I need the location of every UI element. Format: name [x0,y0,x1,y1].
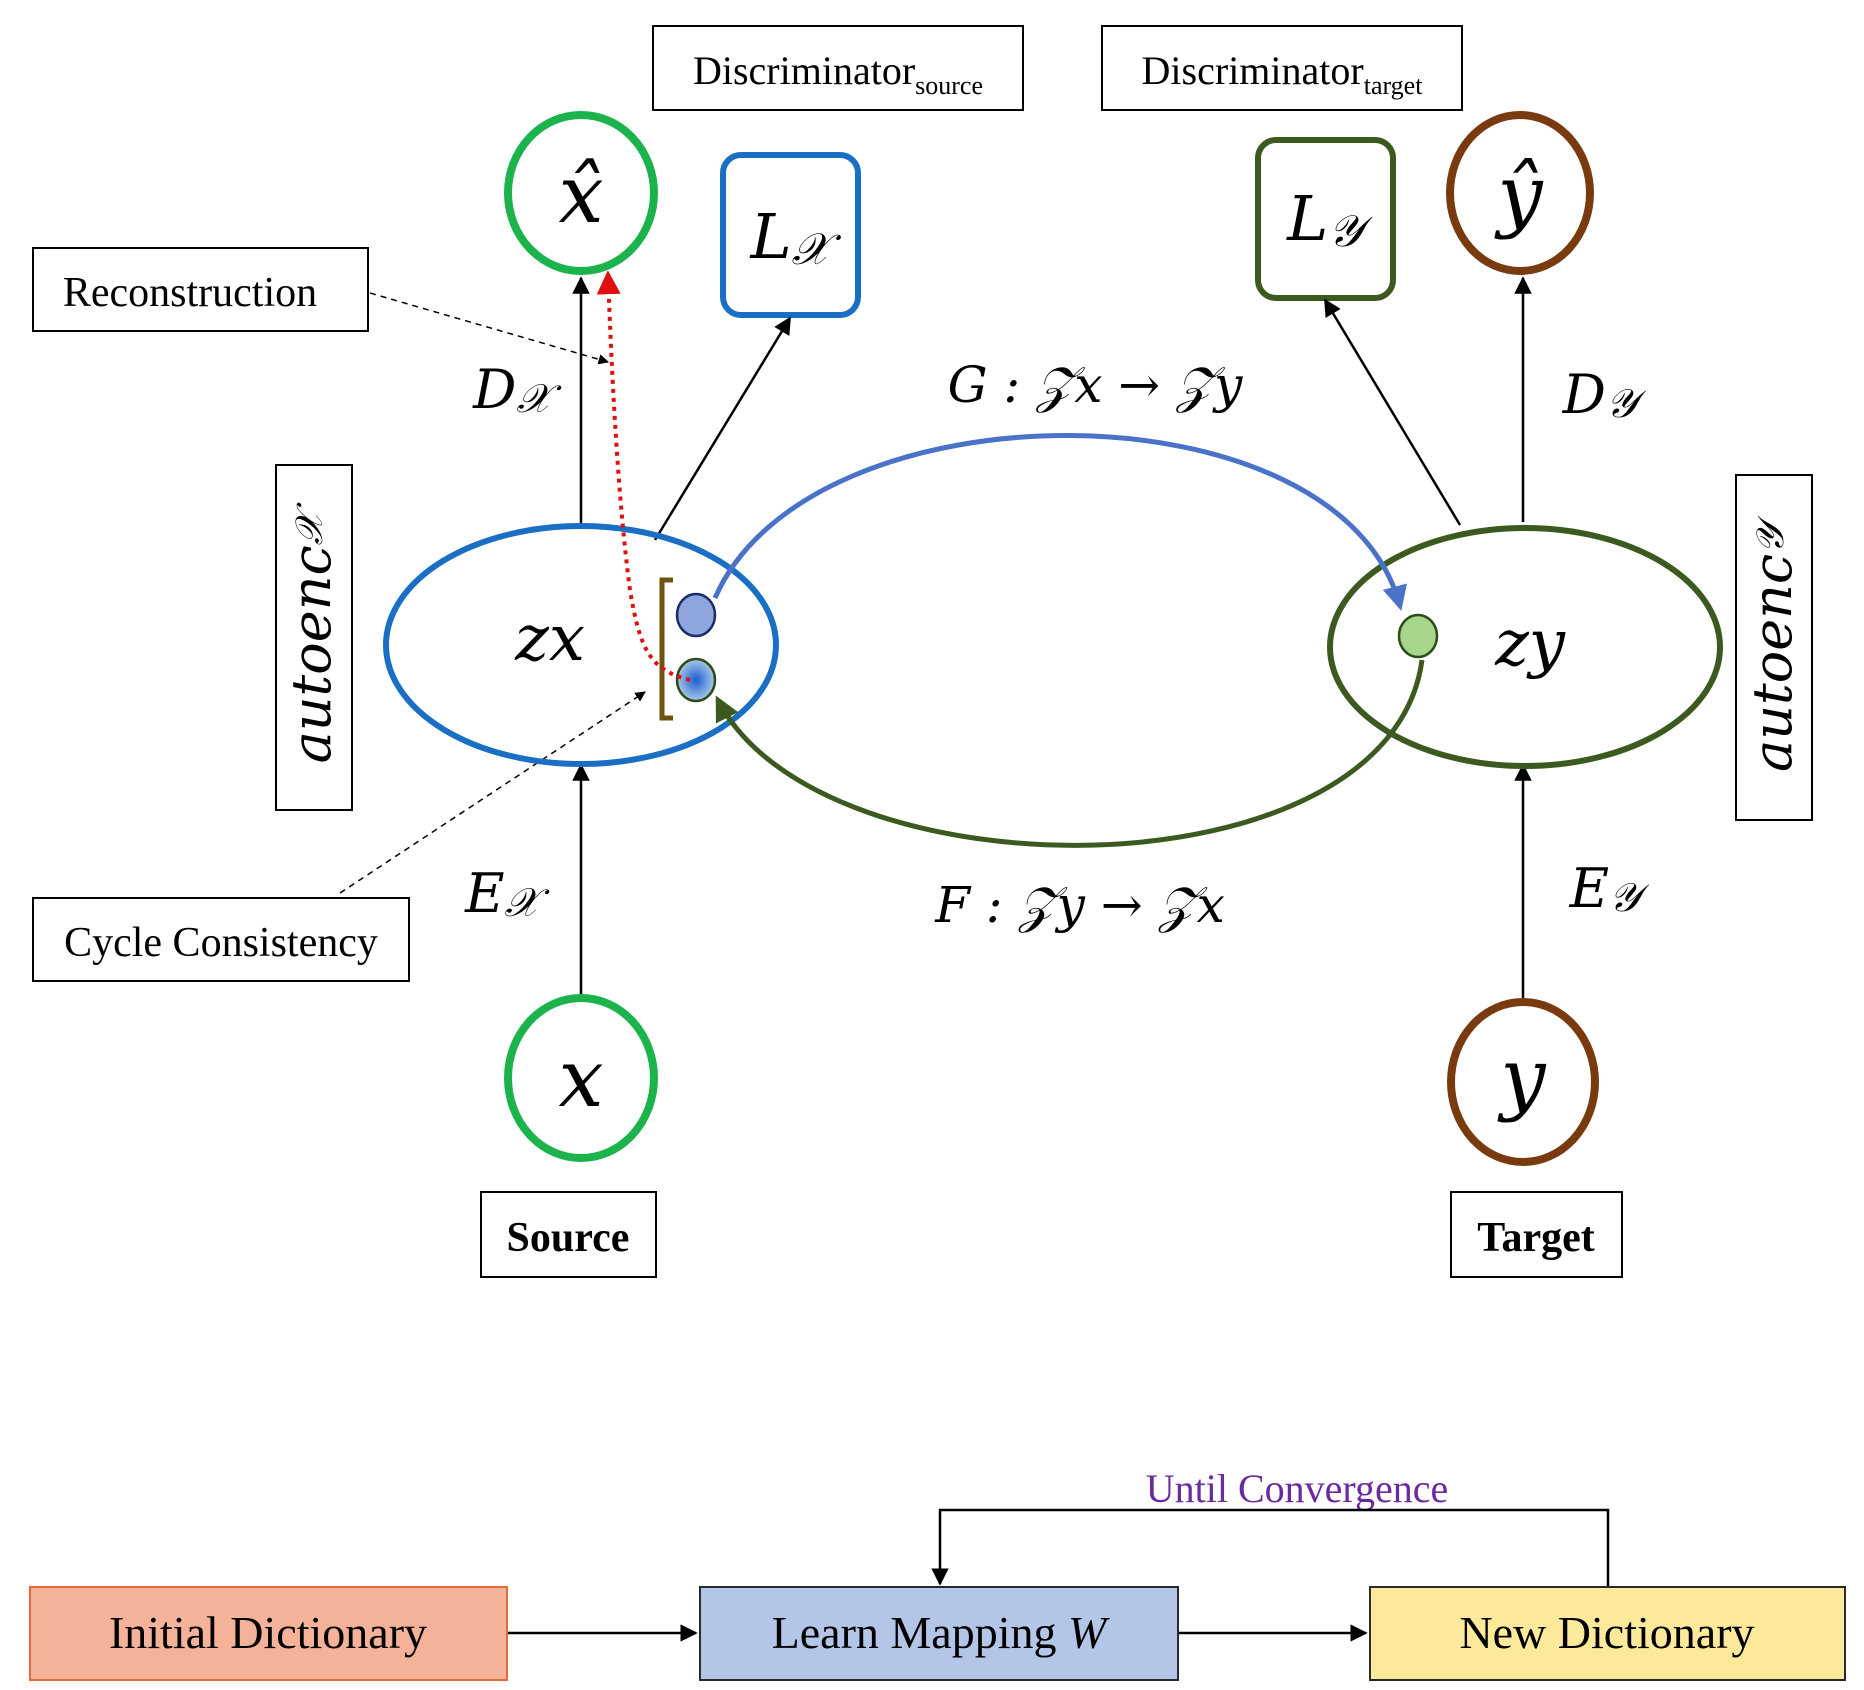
svg-text:Discriminatorsource: Discriminatorsource [693,48,983,100]
reconstruction-label: Reconstruction [63,270,317,316]
mapped-point-dot [1397,613,1439,659]
loop-label: Until Convergence [1146,1466,1449,1511]
decoder-y-main: D [1562,363,1606,426]
source-point-dot [675,592,717,638]
step-new-dictionary: New Dictionary [1369,1586,1846,1681]
loss-x-arrow [653,316,792,541]
autoenc-x-main: autoenc [280,545,343,763]
autoenc-x-label: autoenc𝒳 [280,502,343,763]
autoenc-y-box: autoenc𝒴 [1735,474,1813,821]
loss-y-arrow [1323,298,1462,526]
discriminator-source-subscript: source [915,71,983,100]
source-label: Source [507,1215,630,1261]
loss-x-label: L𝒳 [749,200,841,275]
reconstruction-arrow [596,270,691,682]
svg-text:Discriminatortarget: Discriminatortarget [1142,48,1424,100]
encoder-x-main: E [464,862,504,925]
decoder-x-main: D [472,358,516,421]
reconstruction-pointer [369,292,610,365]
x-hat-node [504,111,658,275]
x-label: x [558,1032,603,1125]
loss-y-box [1255,137,1396,301]
discriminator-target-box: Discriminatortarget [1101,25,1463,111]
latent-space-y [1327,525,1723,769]
loss-x-box [720,152,861,318]
encoder-y-label: E𝒴 [1569,857,1650,921]
autoenc-x-box: autoenc𝒳 [275,464,353,811]
step-learn-mapping: Learn Mapping W [699,1586,1179,1681]
autoenc-y-label: autoenc𝒴 [1741,515,1804,772]
discriminator-target-subscript: target [1364,71,1423,100]
cycle-consistency-label: Cycle Consistency [64,920,378,966]
discriminator-source-box: Discriminatorsource [652,25,1024,111]
loss-x-main: L [749,200,791,273]
y-label: y [1497,1031,1547,1124]
cycle-consistency-box: Cycle Consistency [32,897,410,982]
y-hat-label: ŷ [1494,148,1544,241]
y-node [1447,998,1599,1166]
target-label: Target [1477,1215,1594,1261]
step-new-dictionary-label: New Dictionary [1459,1607,1754,1658]
y-hat-node [1446,111,1594,275]
loss-y-label: L𝒴 [1286,182,1373,257]
mapping-f-arrow [715,659,1425,848]
mapping-g-label: G : 𝒵x → 𝒵y [948,356,1244,414]
autoenc-y-main: autoenc [1741,554,1804,772]
loop-arrow [931,1508,1610,1586]
encoder-y-sub: 𝒴 [1609,875,1650,921]
mapping-f-label: F : 𝒵y → 𝒵x [934,876,1225,934]
loss-x-sub: 𝒳 [792,224,842,275]
step-initial-dictionary: Initial Dictionary [29,1586,508,1681]
encoder-x-label: E𝒳 [464,862,550,926]
decoder-y-sub: 𝒴 [1606,381,1647,427]
bracket [659,577,673,721]
x-node [504,994,658,1162]
reconstruction-box: Reconstruction [32,247,369,332]
x-hat-label: x̂ [558,148,603,241]
loss-y-sub: 𝒴 [1328,206,1373,257]
discriminator-target-label: Discriminator [1142,48,1364,93]
latent-x-label: zx [514,602,585,676]
step-learn-mapping-var: W [1068,1607,1110,1658]
discriminator-source-label: Discriminator [693,48,915,93]
decoder-y-label: D𝒴 [1562,363,1647,427]
latent-y-label: zy [1494,607,1566,681]
decoder-x-sub: 𝒳 [516,376,562,422]
decoder-x-label: D𝒳 [472,358,562,422]
source-box: Source [480,1191,657,1278]
loss-y-main: L [1286,182,1328,255]
step-learn-mapping-label: Learn Mapping W [772,1607,1110,1658]
latent-space-x [383,523,779,767]
reconstructed-point-dot [675,657,717,703]
encoder-x-sub: 𝒳 [505,880,551,926]
step-initial-dictionary-label: Initial Dictionary [109,1607,427,1658]
step-learn-mapping-text: Learn Mapping [772,1607,1057,1658]
mapping-g-arrow [712,433,1407,611]
target-box: Target [1450,1191,1623,1278]
encoder-y-main: E [1569,857,1609,920]
cycle-consistency-pointer [339,691,646,894]
